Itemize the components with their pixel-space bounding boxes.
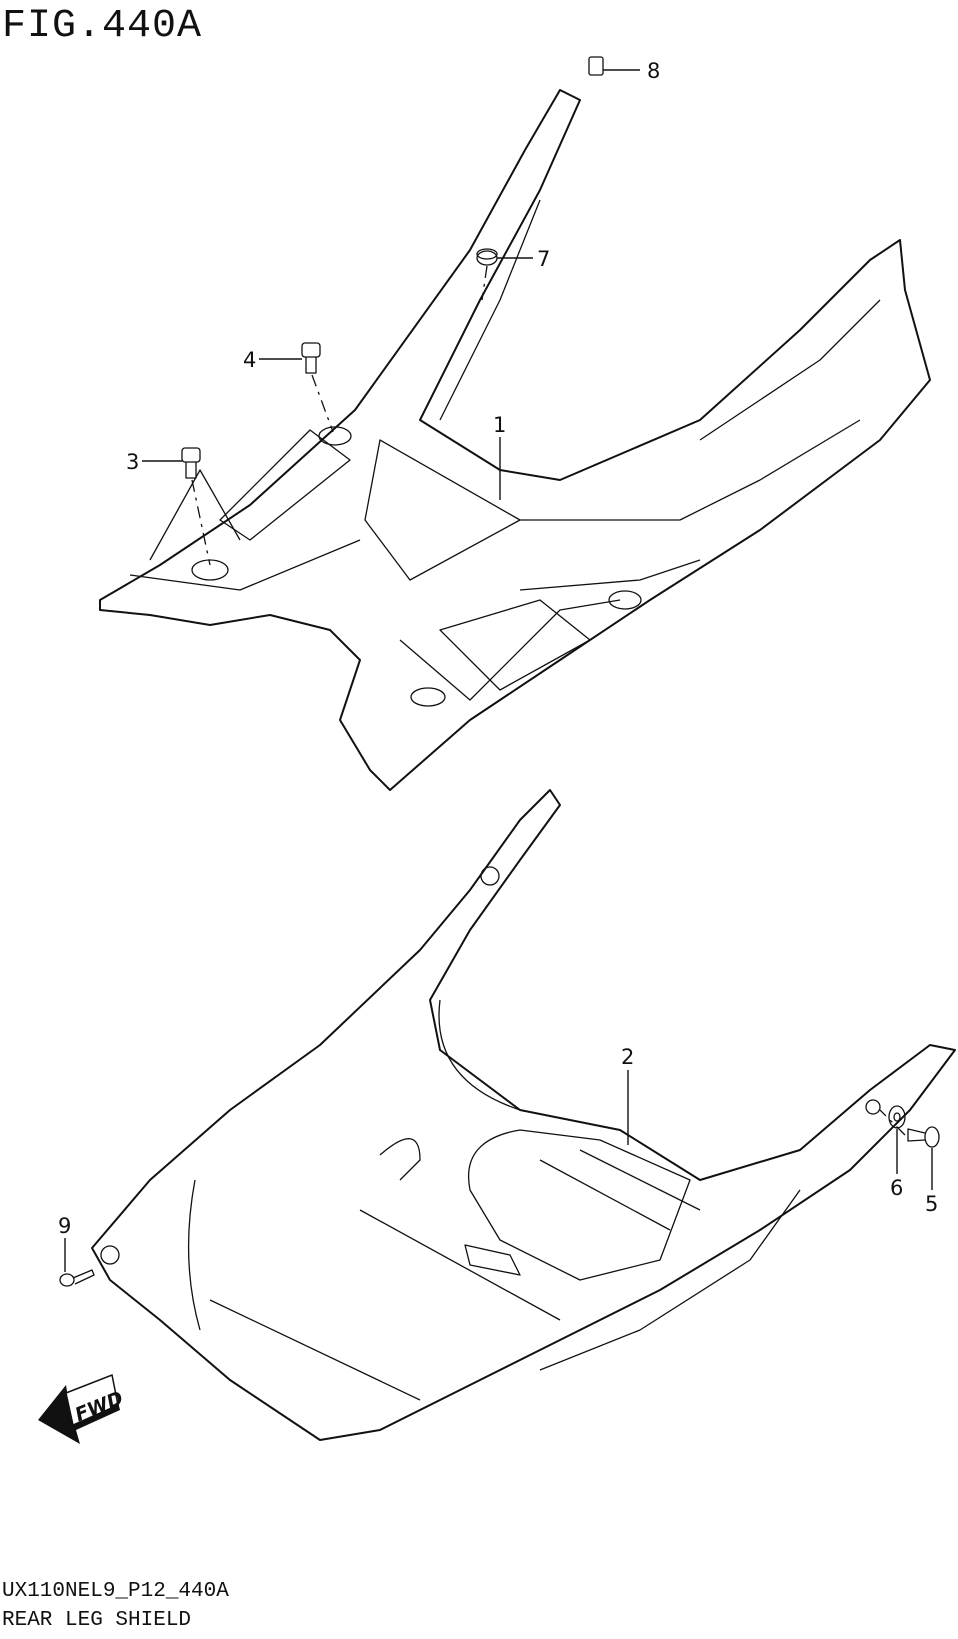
callout-1: 1 [493, 413, 506, 437]
assembly-line-7 [481, 265, 488, 301]
forward-arrow-icon: FWD [38, 1373, 126, 1444]
figure-title: FIG.440A [2, 4, 203, 49]
assembly-line-4 [311, 374, 334, 433]
callout-7: 7 [537, 247, 550, 271]
callout-9: 9 [58, 1214, 71, 1238]
bolt-4-icon[interactable] [301, 342, 321, 374]
washer-6-icon[interactable] [888, 1105, 906, 1129]
assembly-line-3 [191, 479, 211, 566]
callout-8: 8 [647, 59, 660, 83]
assembly-line-5 [879, 1109, 906, 1136]
callout-6: 6 [890, 1176, 903, 1200]
callout-4: 4 [243, 348, 256, 372]
part-1-frame[interactable] [99, 89, 931, 791]
screw-5-icon[interactable] [907, 1126, 940, 1148]
drawing-code: UX110NEL9_P12_440A [2, 1580, 229, 1603]
callout-2: 2 [621, 1045, 634, 1069]
screw-9-icon[interactable] [59, 1269, 95, 1287]
clip-nut-8-icon[interactable] [588, 56, 604, 76]
callout-5: 5 [925, 1192, 938, 1216]
callout-3: 3 [126, 450, 139, 474]
bolt-3-icon[interactable] [181, 447, 201, 479]
nut-7-icon[interactable] [476, 248, 498, 266]
figure-caption: REAR LEG SHIELD [2, 1609, 192, 1632]
part-2-panel[interactable] [91, 789, 956, 1441]
